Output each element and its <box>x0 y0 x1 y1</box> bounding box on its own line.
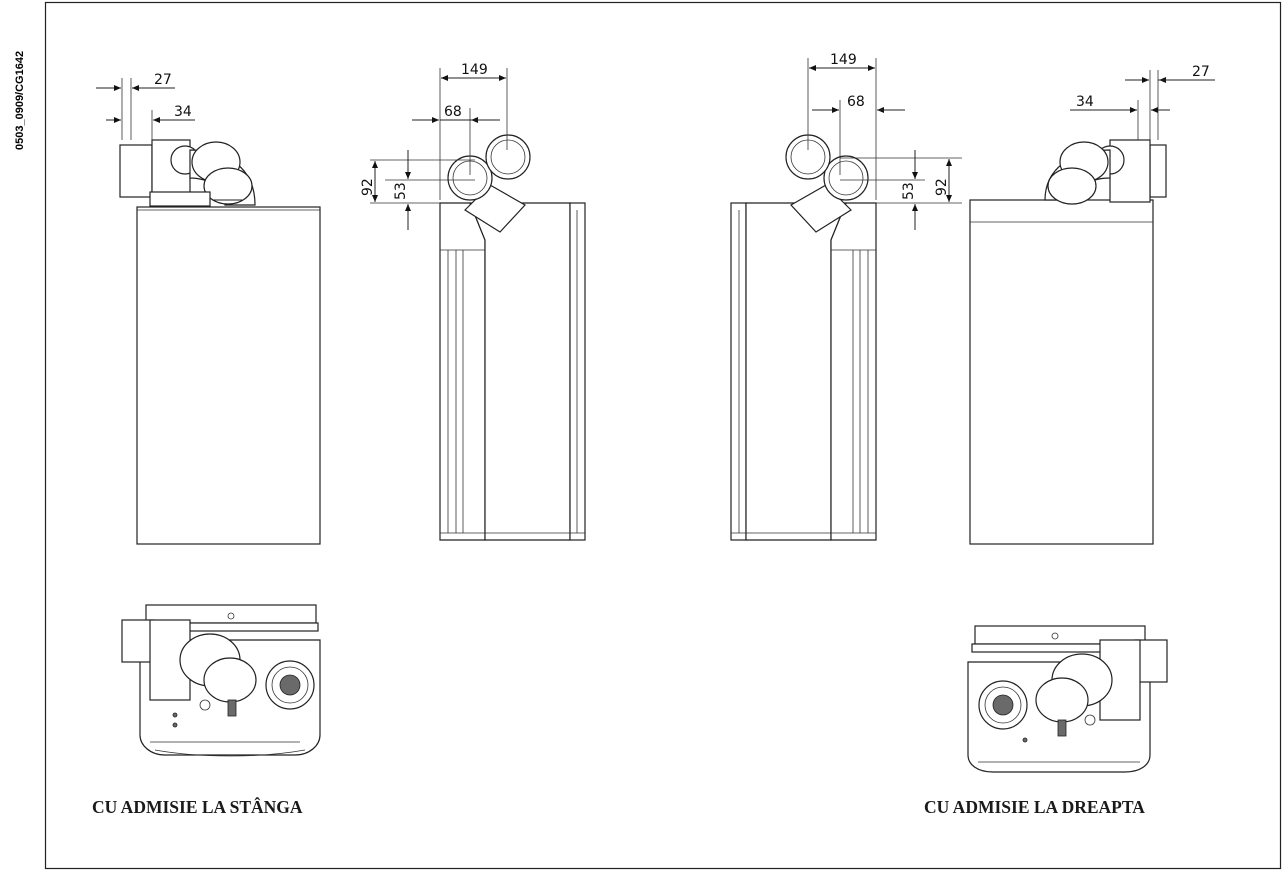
right-side-view <box>969 139 1167 545</box>
right-top-view <box>967 625 1168 773</box>
dim-right-side-outer: 34 <box>1076 94 1094 110</box>
caption-left: CU ADMISIE LA STÂNGA <box>92 797 303 817</box>
left-front-view <box>439 134 586 541</box>
dim-right-side-inner: 27 <box>1192 64 1210 80</box>
dim-left-front-height-total: 92 <box>360 178 376 196</box>
caption-right: CU ADMISIE LA DREAPTA <box>924 797 1145 817</box>
left-front-dimensions: 149 68 92 53 <box>360 62 508 230</box>
left-top-view <box>121 604 321 757</box>
dim-right-front-height-total: 92 <box>934 178 950 196</box>
left-side-dimensions: 27 34 <box>96 72 195 140</box>
right-front-dimensions: 149 68 92 53 <box>807 52 962 230</box>
dim-left-side-outer: 34 <box>174 104 192 120</box>
dim-right-front-width-inner: 68 <box>847 94 865 110</box>
dim-left-side-inner: 27 <box>154 72 172 88</box>
dim-right-front-width-total: 149 <box>830 52 857 68</box>
dim-left-front-width-inner: 68 <box>444 104 462 120</box>
dim-left-front-width-total: 149 <box>461 62 488 78</box>
left-side-view <box>119 139 321 545</box>
dim-right-front-height-inner: 53 <box>901 182 917 200</box>
dim-left-front-height-inner: 53 <box>393 182 409 200</box>
right-side-dimensions: 27 34 <box>1070 64 1215 140</box>
right-front-view <box>730 134 877 541</box>
document-code: 0503_0909/CG1642 <box>14 50 26 150</box>
page-border <box>44 1 1282 870</box>
